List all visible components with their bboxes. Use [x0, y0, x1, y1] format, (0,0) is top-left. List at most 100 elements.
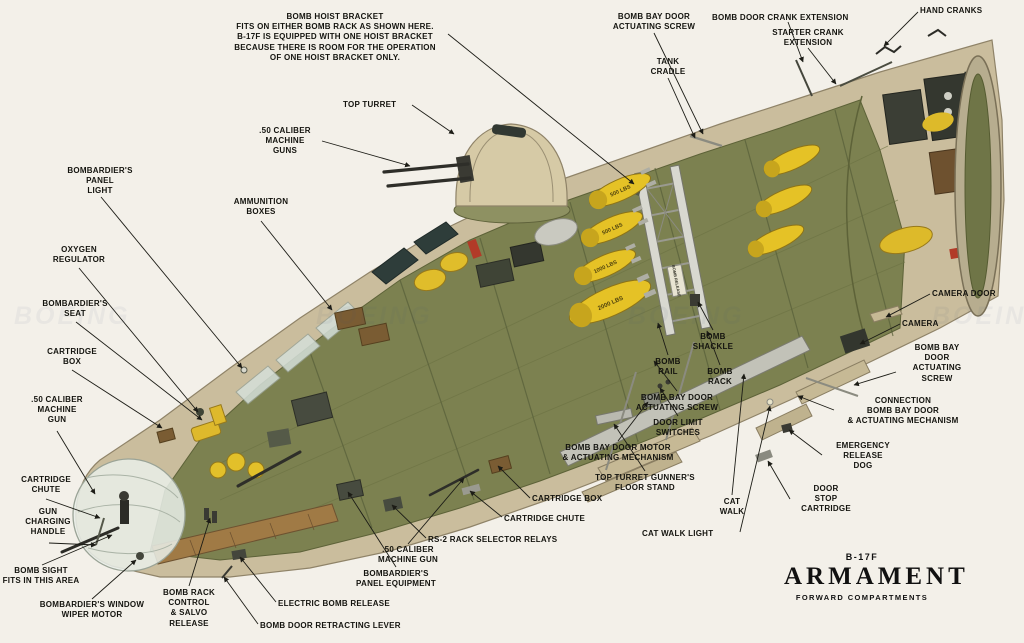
label-cartridge-chute-left: CARTRIDGE CHUTE	[21, 475, 71, 495]
window-wiper-motor	[136, 552, 144, 560]
catwalk	[559, 335, 811, 467]
label-bomb-rack: BOMB RACK	[707, 367, 733, 387]
title-block: B-17F ARMAMENT FORWARD COMPARTMENTS	[784, 552, 969, 602]
bomb: 2000 LBS	[568, 273, 657, 328]
turret-sight-window	[491, 124, 527, 138]
bomb-rack-control-levers	[204, 508, 217, 523]
nose-equipment	[156, 306, 391, 579]
label-window-wiper-motor: BOMBARDIER'S WINDOW WIPER MOTOR	[39, 600, 145, 620]
equipment-box	[290, 391, 334, 427]
label-emergency-release-dog: EMERGENCY RELEASE DOG	[836, 441, 890, 471]
label-gun-charging-handle: GUN CHARGING HANDLE	[25, 507, 71, 537]
label-cartridge-box-left: CARTRIDGE BOX	[47, 347, 97, 367]
label-door-limit-switches: DOOR LIMIT SWITCHES	[653, 418, 703, 438]
label-50-caliber-machine-gun-left: .50 CALIBER MACHINE GUN	[31, 395, 83, 425]
camera	[839, 328, 871, 354]
cockpit-equipment	[336, 218, 634, 512]
pilot-seat	[439, 252, 469, 272]
dinghy-pack	[922, 112, 954, 132]
bomb: 500 LBS	[588, 167, 657, 210]
dinghy-pack	[879, 225, 933, 255]
label-bomb-bay-door-actuating-screw-mid: BOMB BAY DOOR ACTUATING SCREW	[635, 393, 719, 413]
page-title: ARMAMENT	[784, 563, 969, 590]
label-rs2-rack-selector-relays: RS-2 RACK SELECTOR RELAYS	[428, 535, 558, 544]
hand-cranks	[875, 28, 947, 55]
label-bomb-sight: BOMB SIGHT FITS IN THIS AREA	[2, 566, 80, 586]
rs2-relays	[382, 496, 404, 512]
label-bombardiers-panel-equipment: BOMBARDIER'S PANEL EQUIPMENT	[356, 569, 436, 589]
door-stop-cartridge	[755, 449, 773, 463]
cartridge-box	[156, 427, 176, 444]
panel-light	[240, 366, 248, 374]
equipment-box	[266, 428, 292, 448]
label-cartridge-chute-mid: CARTRIDGE CHUTE	[504, 514, 586, 523]
equipment-rack	[882, 89, 928, 145]
label-cartridge-box-mid: CARTRIDGE BOX	[532, 494, 603, 503]
label-50-caliber-machine-guns: .50 CALIBER MACHINE GUNS	[259, 126, 311, 156]
cheek-machine-gun	[236, 450, 302, 488]
label-bomb-bay-door-actuating-screw-top: BOMB BAY DOOR ACTUATING SCREW	[612, 12, 696, 32]
bomb-bay: BOMB RELEASE 500 LBS 500 LBS 1000 LBS	[559, 134, 871, 503]
label-cat-walk-light: CAT WALK LIGHT	[642, 529, 714, 538]
label-door-stop-cartridge: DOOR STOP CARTRIDGE	[801, 484, 851, 514]
label-tank-cradle: TANK CRADLE	[650, 57, 686, 77]
bomb	[747, 224, 805, 258]
top-turret	[382, 123, 571, 224]
label-camera-door: CAMERA DOOR	[932, 289, 996, 298]
turret-machine-guns	[382, 154, 475, 188]
door-crank-extension	[795, 59, 813, 97]
actuating-screw-right	[805, 377, 859, 397]
door-retracting-lever	[221, 565, 233, 579]
bombsight	[120, 500, 129, 524]
label-bomb-door-crank-extension: BOMB DOOR CRANK EXTENSION	[712, 13, 849, 22]
nose-glass	[60, 458, 186, 572]
label-hand-cranks: HAND CRANKS	[920, 6, 983, 15]
door-limit-switch	[657, 383, 663, 389]
oxygen-bottle	[209, 461, 227, 479]
aircraft-model: B-17F	[845, 552, 879, 562]
label-electric-bomb-release: ELECTRIC BOMB RELEASE	[278, 599, 390, 608]
label-bomb-bay-door-actuating-screw-right: BOMB BAY DOOR ACTUATING SCREW	[912, 343, 962, 383]
label-bomb-rail: BOMB RAIL	[655, 357, 681, 377]
label-bomb-hoist-bracket-note: BOMB HOIST BRACKET FITS ON EITHER BOMB R…	[234, 12, 436, 62]
label-bomb-bay-door-motor: BOMB BAY DOOR MOTOR & ACTUATING MECHANIS…	[562, 443, 674, 463]
oxygen-bottle	[226, 452, 246, 472]
leader-lines	[41, 11, 931, 625]
fire-extinguisher	[467, 238, 482, 259]
bombs-forward: 500 LBS 500 LBS 1000 LBS 2000 LBS	[568, 167, 657, 328]
label-bomb-door-retracting-lever: BOMB DOOR RETRACTING LEVER	[260, 621, 401, 630]
tail-cut-ring	[954, 55, 1002, 317]
svg-text:BOMB RELEASE: BOMB RELEASE	[671, 264, 682, 297]
bombardier-seat	[190, 420, 222, 442]
pilot-seat	[413, 268, 447, 292]
interior-cutaway	[149, 99, 906, 565]
bomb: 1000 LBS	[573, 243, 642, 286]
page-subtitle: FORWARD COMPARTMENTS	[795, 593, 929, 602]
oxygen-regulator	[196, 408, 204, 416]
label-bombardiers-seat: BOMBARDIER'S SEAT	[42, 299, 108, 319]
nose-machine-gun	[60, 526, 120, 554]
rack-placard	[666, 263, 688, 298]
label-camera: CAMERA	[902, 319, 939, 328]
label-connection-bomb-bay-door: CONNECTION BOMB BAY DOOR & ACTUATING MEC…	[847, 396, 959, 426]
radio-box	[509, 240, 545, 268]
bomb-rack-structure: BOMB RELEASE	[634, 164, 712, 337]
label-top-turret-gunners-floor-stand: TOP TURRET GUNNER'S FLOOR STAND	[595, 473, 695, 493]
label-oxygen-regulator: OXYGEN REGULATOR	[52, 245, 106, 265]
label-ammunition-boxes: AMMUNITION BOXES	[233, 197, 289, 217]
gun-charging-handle	[95, 517, 105, 546]
radio-box	[475, 258, 515, 288]
cartridge-chute	[461, 483, 481, 496]
bomb: 500 LBS	[580, 205, 649, 248]
nose-machine-gun	[428, 468, 480, 497]
bomb	[755, 184, 813, 218]
label-starter-crank-extension: STARTER CRANK EXTENSION	[772, 28, 844, 48]
bombs-rear	[747, 144, 821, 258]
bomb-shackle	[690, 294, 700, 306]
bombsight-head	[119, 491, 129, 501]
catwalk-light	[766, 398, 774, 406]
starter-crank-extension	[839, 61, 893, 87]
airframe-frames	[309, 109, 894, 529]
